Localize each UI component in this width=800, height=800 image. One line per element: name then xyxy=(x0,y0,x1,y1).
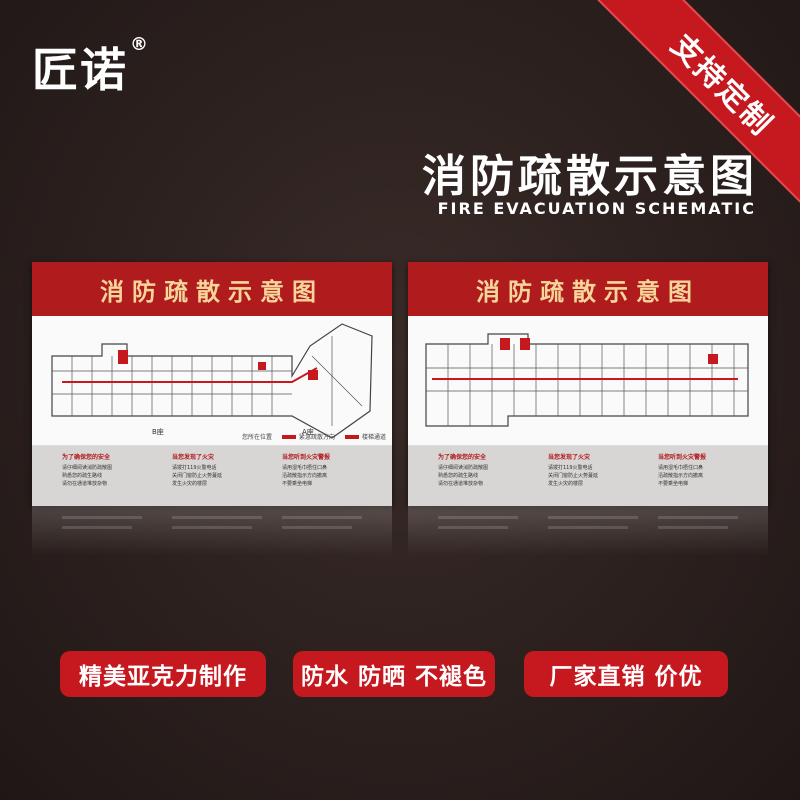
note-col-fire: 当您发现了火灾 请拨打119火警电话 关闭门窗防止火势蔓延 发生火灾的楼层 xyxy=(548,454,599,487)
sign-right-reflection xyxy=(408,506,768,556)
brand-logo: 匠诺® xyxy=(32,34,150,100)
note-col-fire: 当您发现了火灾 请拨打119火警电话 关闭门窗防止火势蔓延 发生火灾的楼层 xyxy=(172,454,223,487)
product-title-en: FIRE EVACUATION SCHEMATIC xyxy=(437,199,756,218)
note-col-safety: 为了确保您的安全 请仔细阅读消防疏散图 熟悉您的疏生路线 请勿在通道堆放杂物 xyxy=(438,454,489,487)
floor-plan-drawing: B座 A座 xyxy=(51,323,373,439)
safety-notes: 为了确保您的安全 请仔细阅读消防疏散图 熟悉您的疏生路线 请勿在通道堆放杂物 当… xyxy=(408,446,768,506)
sign-header: 消防疏散示意图 xyxy=(408,262,768,316)
note-col-safety: 为了确保您的安全 请仔细阅读消防疏散图 熟悉您的疏生路线 请勿在通道堆放杂物 xyxy=(62,454,113,487)
sign-left: 消防疏散示意图 xyxy=(32,262,392,506)
floor-plan: B座 A座 您所在位置 紧急疏散方向 楼梯通道 xyxy=(32,316,392,446)
floor-plan-drawing xyxy=(425,333,749,427)
note-col-alarm: 当您听到火灾警报 请用湿毛巾捂住口鼻 沿疏散指示方向撤离 不要乘坐电梯 xyxy=(658,454,707,487)
legend-you-are-here: 您所在位置 xyxy=(241,434,272,441)
floor-plan xyxy=(408,316,768,446)
building-b-label: B座 xyxy=(152,427,164,436)
plan-legend: 您所在位置 紧急疏散方向 楼梯通道 xyxy=(242,432,386,441)
feature-waterproof-badge: 防水 防晒 不褪色 xyxy=(293,651,495,697)
legend-stairs: 楼梯通道 xyxy=(344,432,386,441)
feature-factory-price-badge: 厂家直销 价优 xyxy=(524,651,728,697)
registered-mark: ® xyxy=(130,34,150,55)
sign-right: 消防疏散示意图 xyxy=(408,262,768,506)
building-a-label: A座 xyxy=(302,427,314,436)
legend-evac-direction: 紧急疏散方向 xyxy=(281,432,335,441)
note-col-alarm: 当您听到火灾警报 请用湿毛巾捂住口鼻 沿疏散指示方向撤离 不要乘坐电梯 xyxy=(282,454,331,487)
sign-header: 消防疏散示意图 xyxy=(32,262,392,316)
product-title-cn: 消防疏散示意图 xyxy=(422,151,758,202)
brand-name: 匠诺 xyxy=(32,43,128,97)
safety-notes: 为了确保您的安全 请仔细阅读消防疏散图 熟悉您的疏生路线 请勿在通道堆放杂物 当… xyxy=(32,446,392,506)
feature-acrylic-badge: 精美亚克力制作 xyxy=(60,651,266,697)
sign-left-reflection xyxy=(32,506,392,556)
